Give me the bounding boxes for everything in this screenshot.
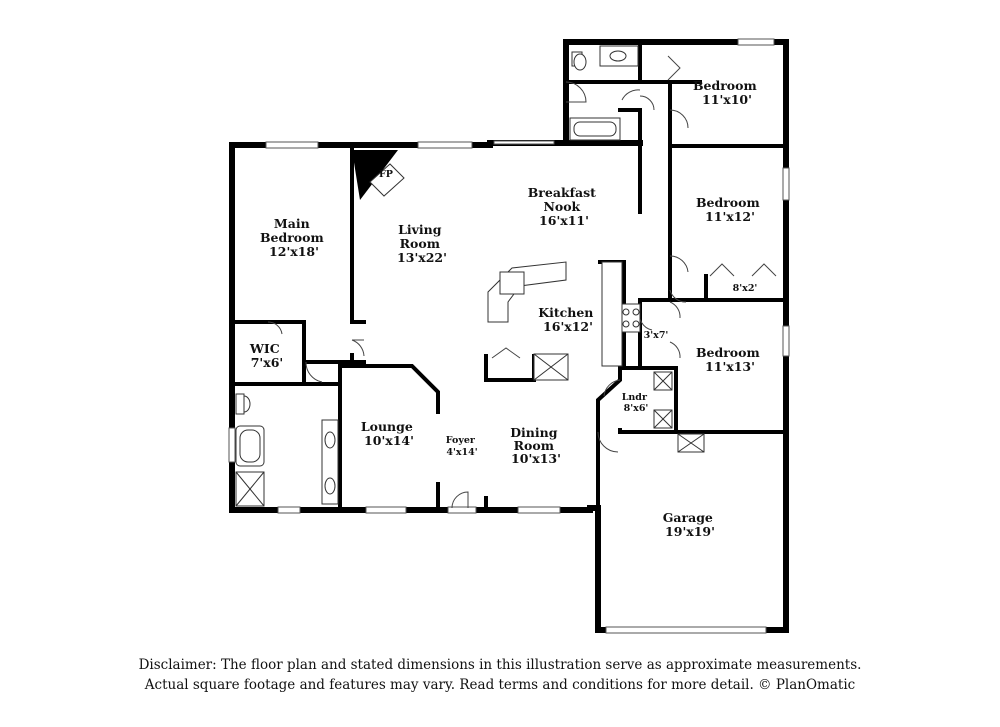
room-laundry-label: Lndr 8'x6' <box>622 392 651 414</box>
doors <box>267 55 777 509</box>
disclaimer-line-1: Disclaimer: The floor plan and stated di… <box>138 657 862 673</box>
room-garage-label: Garage 19'x19' <box>663 510 718 539</box>
room-bedroom-mid-label: Bedroom 11'x12' <box>696 195 764 224</box>
windows <box>228 38 790 634</box>
room-lounge-label: Lounge 10'x14' <box>361 419 417 448</box>
room-main-bedroom-label: Main Bedroom 12'x18' <box>260 216 328 259</box>
exterior-walls <box>229 39 789 633</box>
room-foyer-label: Foyer 4'x14' <box>446 435 478 458</box>
disclaimer-line-2: Actual square footage and features may v… <box>144 677 856 693</box>
room-living-room-label: Living Room 13'x22' <box>397 222 447 265</box>
room-kitchen-label: Kitchen 16'x12' <box>538 305 598 334</box>
room-bedroom-low-label: Bedroom 11'x13' <box>696 345 764 374</box>
room-closet-8x2-label: 8'x2' <box>733 283 758 294</box>
room-breakfast-nook-label: Breakfast Nook 16'x11' <box>528 185 601 228</box>
room-dining-room-label: Dining Room 10'x13' <box>510 425 562 466</box>
room-bedroom-top-label: Bedroom 11'x10' <box>693 78 761 107</box>
room-closet-3x7-label: 3'x7' <box>644 330 669 341</box>
room-wic-label: WIC 7'x6' <box>249 341 284 370</box>
room-labels: Main Bedroom 12'x18' WIC 7'x6' Living Ro… <box>249 78 764 539</box>
room-fp-label: FP <box>379 169 393 180</box>
fixtures <box>235 45 705 507</box>
